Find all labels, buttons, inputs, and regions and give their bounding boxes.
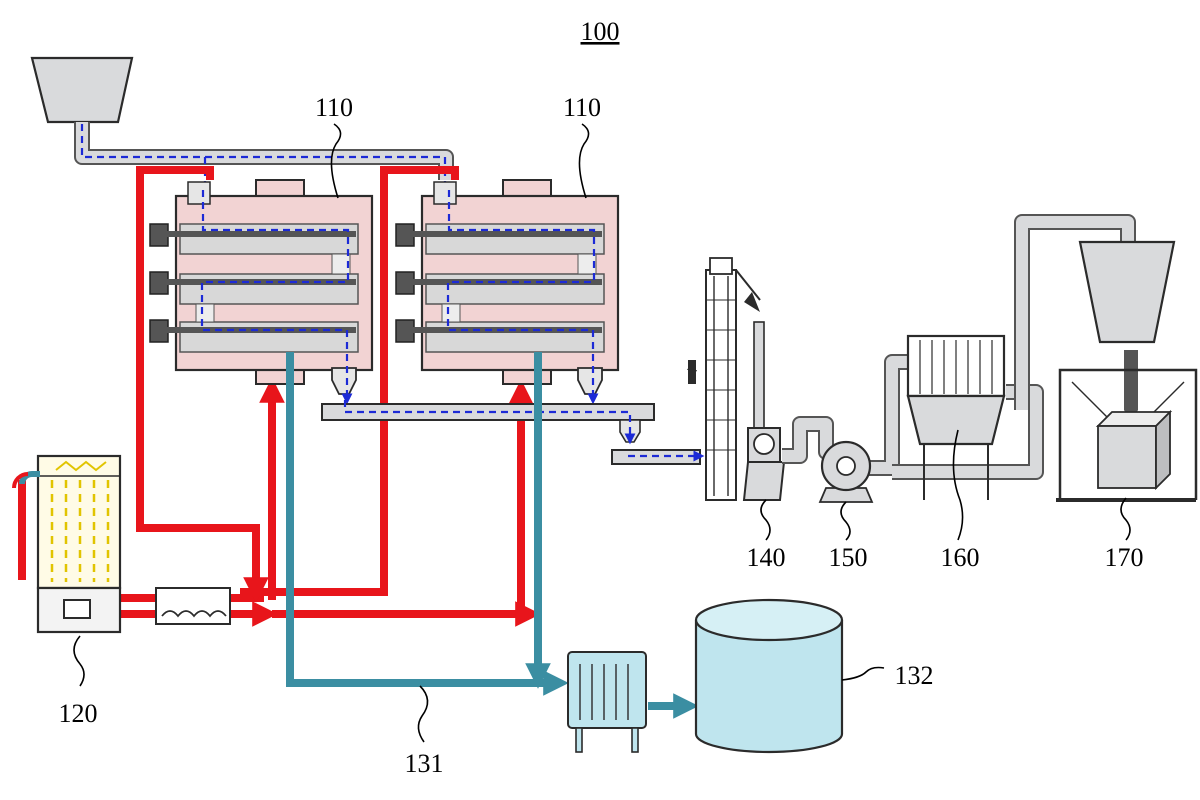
dryer-right bbox=[396, 180, 618, 400]
blower-label: 150 bbox=[829, 543, 868, 572]
tank bbox=[696, 600, 842, 752]
collecting-conveyor bbox=[322, 400, 700, 464]
collector-label: 170 bbox=[1105, 543, 1144, 572]
heater-label: 120 bbox=[59, 699, 98, 728]
bucket-elevator bbox=[687, 258, 784, 500]
condenser-unit bbox=[568, 652, 646, 752]
feed-hopper bbox=[32, 58, 132, 122]
product-collector bbox=[1056, 242, 1196, 500]
dryer-left-label: 110 bbox=[315, 93, 353, 122]
heater bbox=[14, 456, 120, 632]
dryer-right-label: 110 bbox=[563, 93, 601, 122]
system-label: 100 bbox=[581, 17, 620, 46]
heat-exchanger bbox=[156, 588, 230, 624]
pipe-label: 131 bbox=[405, 749, 444, 778]
tank-label: 132 bbox=[895, 661, 934, 690]
blower bbox=[820, 442, 872, 502]
cyclone-label: 160 bbox=[941, 543, 980, 572]
elevator-label: 140 bbox=[747, 543, 786, 572]
dryer-left bbox=[150, 180, 372, 400]
